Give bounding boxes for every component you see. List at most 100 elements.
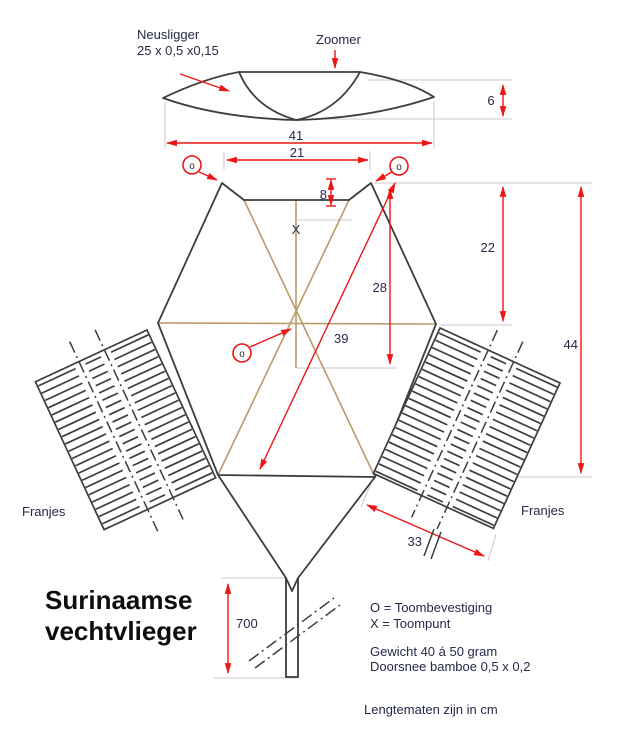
- fringe-line: [135, 464, 152, 474]
- fringe-line: [95, 491, 134, 511]
- fringe-line: [470, 399, 487, 409]
- fringe-line: [75, 447, 114, 467]
- fringe-line: [499, 403, 541, 425]
- fringe-line: [401, 412, 445, 433]
- fringe-line: [462, 483, 505, 505]
- fringe-line: [479, 447, 521, 468]
- fringe-line: [492, 418, 535, 439]
- fringe-line: [85, 469, 124, 489]
- bow-piece: [162, 71, 435, 121]
- fringe-panel-left: [34, 328, 217, 532]
- fringe-line: [151, 421, 189, 441]
- fringe-line: [512, 374, 555, 396]
- neusligger-label: Neusligger: [137, 27, 200, 42]
- fringe-line: [105, 399, 122, 409]
- fringe-line: [515, 367, 558, 388]
- fringe-line: [91, 483, 130, 503]
- fringe-line: [65, 425, 103, 445]
- fringe-line: [68, 433, 107, 452]
- fringe-panel-left-lines: [38, 329, 213, 532]
- fringe-line: [495, 411, 538, 432]
- fringe-line: [54, 404, 93, 423]
- fringe-line: [473, 392, 490, 401]
- franjes-label-right: Franjes: [521, 503, 565, 518]
- fringe-line: [443, 457, 460, 467]
- fringe-line: [118, 428, 136, 438]
- fringe-line: [102, 392, 119, 402]
- fringe-line: [411, 390, 455, 412]
- fringe-line: [125, 443, 142, 452]
- o-pointer-right: [375, 171, 393, 182]
- fringe-line: [485, 433, 528, 454]
- ext-line: [360, 482, 372, 508]
- fringe-line: [453, 435, 470, 445]
- fringe-line: [408, 397, 452, 419]
- break-slash: [423, 528, 435, 557]
- o-marker-letter: o: [189, 161, 195, 172]
- fringe-line: [472, 462, 515, 483]
- ext-line: [487, 533, 497, 562]
- fringe-line: [41, 375, 80, 394]
- spar-horizontal: [157, 322, 437, 325]
- dim-label-upper-height: 22: [481, 240, 495, 255]
- fringe-line: [71, 440, 110, 460]
- spar-centerline: [94, 329, 184, 520]
- fringe-line: [505, 389, 548, 410]
- fringe-line: [147, 414, 186, 433]
- dim-label-spar-offset: 28: [373, 280, 387, 295]
- spar-centerline: [410, 329, 499, 518]
- fringe-line: [127, 370, 166, 390]
- fringe-line: [130, 377, 169, 397]
- fringe-line: [58, 411, 97, 431]
- fringe-line: [431, 346, 475, 368]
- fringe-line: [134, 384, 173, 404]
- dim-label-total-height: 44: [564, 337, 578, 352]
- dim-arrow-fringe-length: [365, 504, 486, 557]
- fringe-line: [88, 476, 127, 496]
- fringe-line: [430, 486, 447, 496]
- fringe-line: [427, 494, 444, 503]
- o-marker-circle-right: [389, 156, 409, 176]
- fringe-line: [164, 450, 203, 470]
- fringe-line: [85, 356, 102, 365]
- fringe-line: [132, 457, 149, 467]
- spar-diagonal-right: [217, 199, 350, 476]
- tail-converge-right: [297, 476, 376, 579]
- fringe-line: [415, 383, 458, 404]
- o-marker-circle-left: [182, 155, 202, 175]
- bow-outer-outline: [162, 71, 435, 121]
- fringe-line: [469, 469, 511, 490]
- fringe-line: [108, 406, 125, 416]
- page-title-line2: vechtvlieger: [45, 616, 197, 646]
- fringe-line: [98, 385, 115, 394]
- o-marker-letter: o: [396, 162, 402, 173]
- legend-o-definition: O = Toombevestiging: [370, 600, 492, 615]
- fringe-line: [447, 450, 464, 460]
- fringe-line: [391, 434, 435, 455]
- fringe-line: [388, 441, 432, 462]
- neusligger-pointer-arrow: [179, 73, 231, 92]
- fringe-line: [48, 389, 87, 409]
- fringe-line: [398, 419, 442, 441]
- fringe-line: [61, 418, 100, 438]
- fringe-line: [459, 491, 501, 512]
- dimension-arrows: [165, 50, 585, 675]
- fringe-line: [405, 404, 448, 426]
- fringe-line: [140, 399, 179, 419]
- o-pointer-center: [249, 328, 293, 348]
- fringe-line: [174, 472, 213, 491]
- fringe-line: [428, 354, 472, 375]
- spar-diagonal-left: [243, 199, 376, 478]
- fringe-line: [502, 396, 545, 417]
- fringe-line: [490, 355, 507, 365]
- break-slash: [430, 531, 442, 560]
- fringe-line: [122, 435, 139, 445]
- dim-label-diagonal: 39: [334, 331, 348, 346]
- spar-centerline: [436, 341, 524, 530]
- fringe-line: [418, 375, 462, 397]
- tail-converge-left: [217, 474, 287, 579]
- fringe-line: [475, 454, 518, 476]
- fringe-line: [114, 341, 152, 361]
- neusligger-size-label: 25 x 0,5 x0,15: [137, 43, 219, 58]
